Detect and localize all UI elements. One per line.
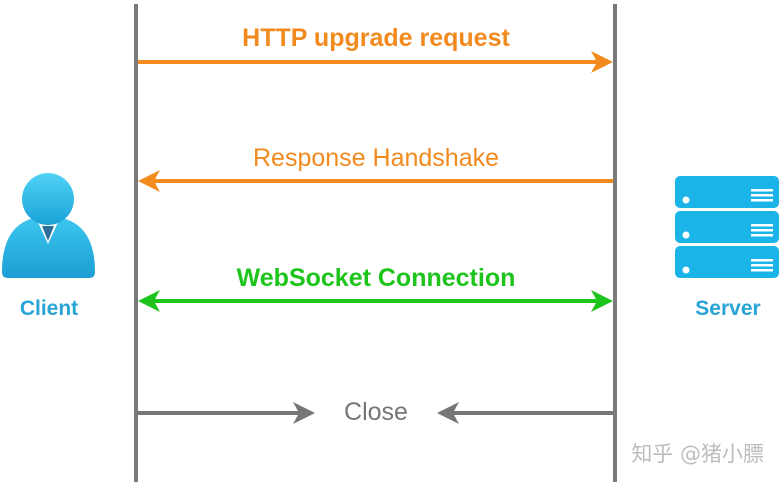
close-label: Close: [344, 398, 408, 426]
websocket-connection-arrow: [138, 290, 613, 312]
response-handshake-arrow: [138, 170, 613, 192]
http-upgrade-label: HTTP upgrade request: [242, 24, 510, 52]
http-upgrade-arrow: [138, 51, 613, 73]
user-icon: [2, 173, 95, 278]
server-label: Server: [695, 297, 761, 320]
server-icon: [675, 176, 779, 278]
client-label: Client: [19, 297, 79, 320]
watermark: 知乎 @猪小膘: [631, 442, 764, 466]
websocket-connection-label: WebSocket Connection: [236, 264, 516, 292]
close-arrows: [138, 402, 613, 424]
response-handshake-label: Response Handshake: [253, 144, 499, 172]
